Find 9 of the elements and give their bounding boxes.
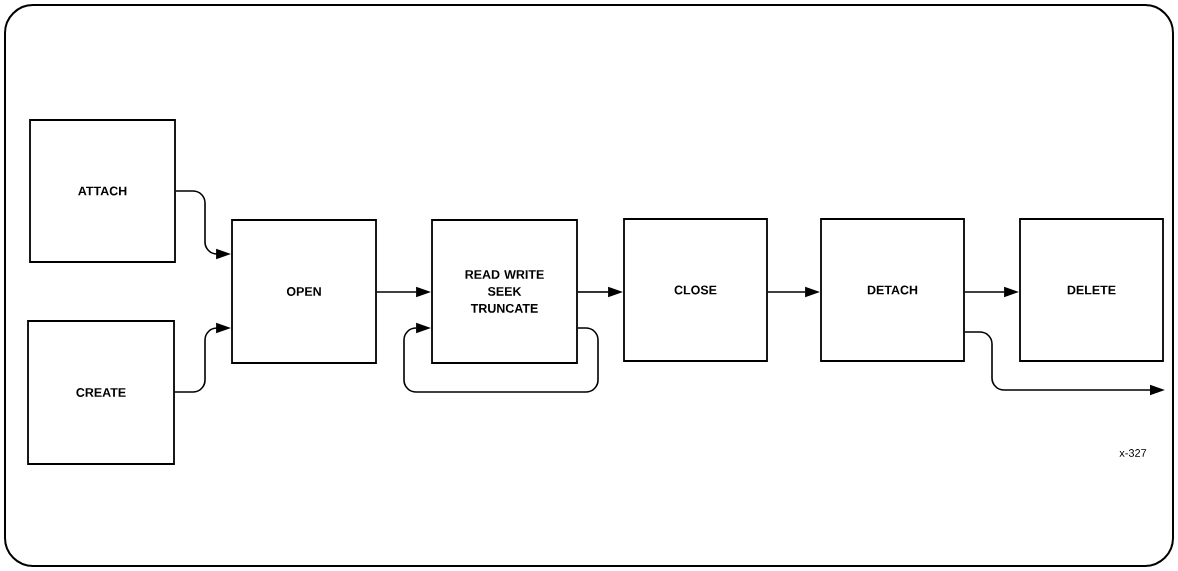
process-box: CLOSE bbox=[623, 218, 768, 362]
process-box: ATTACH bbox=[29, 119, 176, 263]
process-box: READ WRITE SEEK TRUNCATE bbox=[431, 219, 578, 364]
arrow bbox=[403, 322, 599, 393]
process-box: OPEN bbox=[231, 219, 377, 364]
process-box: DETACH bbox=[820, 218, 965, 362]
process-box: DELETE bbox=[1019, 218, 1164, 362]
process-box: CREATE bbox=[27, 320, 175, 465]
figure-number: x-327 bbox=[1119, 449, 1147, 457]
